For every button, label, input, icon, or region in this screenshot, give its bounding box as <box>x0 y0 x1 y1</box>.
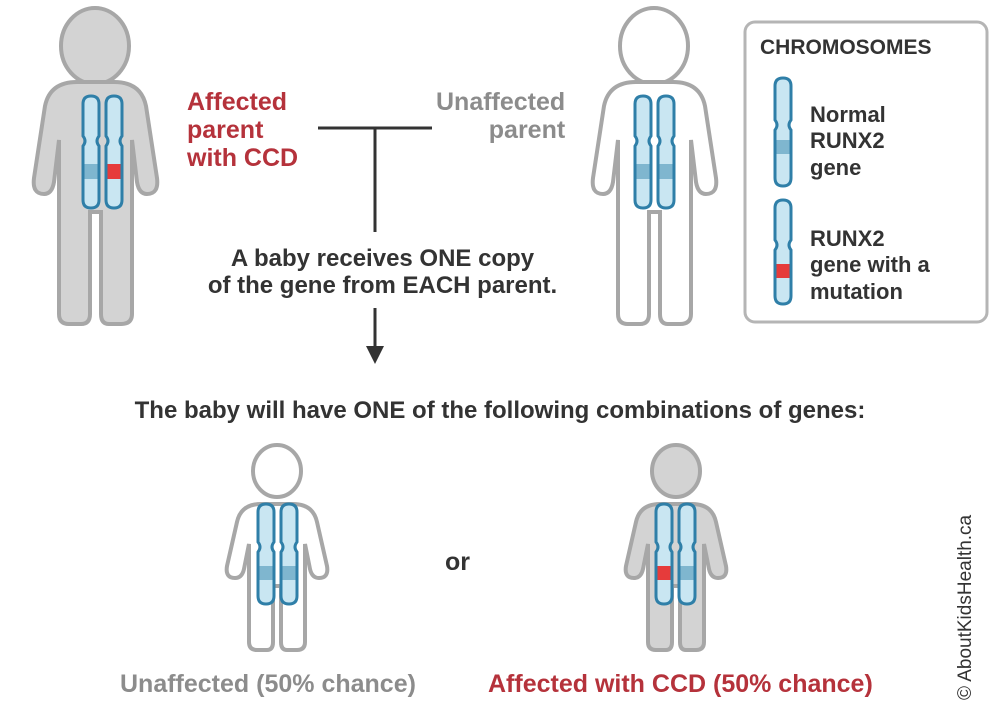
affected-outcome-label: Affected with CCD (50% chance) <box>488 670 873 698</box>
combinations-heading: The baby will have ONE of the following … <box>134 397 866 424</box>
affected-parent-label-line: Affected <box>187 88 288 116</box>
unaffected-parent-label-line: parent <box>488 116 566 144</box>
legend-normal-line: RUNX2 <box>810 128 885 154</box>
legend-mutation-line: gene with a <box>810 252 930 278</box>
unaffected-parent-label-line: Unaffected <box>436 88 566 116</box>
affected-parent-label-line: with CCD <box>187 144 299 172</box>
unaffected-outcome-label: Unaffected (50% chance) <box>120 670 416 698</box>
legend-mutation-line: RUNX2 <box>810 226 885 251</box>
affected-child-figure <box>623 443 729 652</box>
inheritance-note-line: of the gene from EACH parent. <box>207 271 558 299</box>
legend-mutation-chromosome-icon <box>773 198 793 306</box>
legend-normal-line: gene <box>810 154 862 180</box>
legend-normal-line: Normal <box>810 102 886 127</box>
affected-parent-label: Affected parent with CCD <box>187 88 298 172</box>
affected-child-chromosomes <box>654 502 697 606</box>
unaffected-child-figure <box>224 443 330 652</box>
legend-normal-chromosome-icon <box>773 76 793 188</box>
or-separator: or <box>445 548 470 576</box>
chromosome-legend <box>743 20 989 324</box>
unaffected-child-chromosomes <box>256 502 299 606</box>
chromosome-normal <box>256 502 276 606</box>
unaffected-parent-label: Unaffected parent <box>436 88 565 144</box>
chromosome-mutated <box>104 94 124 210</box>
inheritance-note-line: A baby receives ONE copy <box>230 245 535 272</box>
legend-mutation-line: mutation <box>810 278 903 304</box>
chromosome-normal <box>656 94 676 210</box>
chromosome-mutated <box>654 502 674 606</box>
chromosome-normal <box>81 94 101 210</box>
inheritance-note: A baby receives ONE copy of the gene fro… <box>200 245 565 300</box>
legend-normal-label: Normal RUNX2 gene <box>810 102 886 181</box>
legend-title: CHROMOSOMES <box>760 36 932 59</box>
copyright-notice: © AboutKidsHealth.ca <box>955 514 976 700</box>
legend-mutation-label: RUNX2 gene with a mutation <box>810 226 930 305</box>
affected-parent-chromosomes <box>81 94 124 210</box>
affected-parent-figure <box>31 6 160 326</box>
chromosome-normal <box>677 502 697 606</box>
chromosome-normal <box>279 502 299 606</box>
inheritance-connector <box>318 126 432 350</box>
down-arrow-icon <box>366 346 384 364</box>
affected-parent-label-line: parent <box>187 116 264 144</box>
unaffected-parent-chromosomes <box>633 94 676 210</box>
unaffected-parent-figure <box>590 6 719 326</box>
chromosome-normal <box>633 94 653 210</box>
